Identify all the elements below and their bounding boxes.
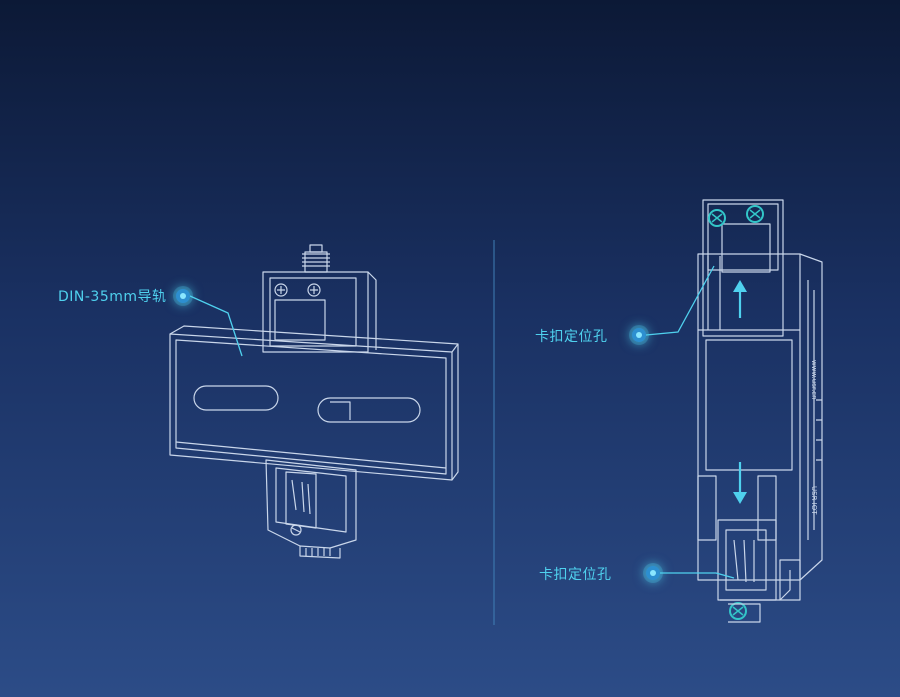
left-device-assembly [169, 244, 459, 559]
screw-icon [708, 209, 726, 227]
device-website-text: www.usr.cn [810, 360, 818, 400]
right-device-assembly [697, 199, 823, 623]
din-rail [169, 325, 459, 481]
screw-icon [746, 205, 764, 223]
clip-hole-bottom-label: 卡扣定位孔 [539, 567, 612, 583]
clip-hole-top-label: 卡扣定位孔 [535, 329, 608, 345]
callout-dot-icon [632, 328, 646, 342]
device-brand-text: USR IOT [810, 486, 818, 515]
callout-dot-icon [646, 566, 660, 580]
left-bottom-clip [265, 459, 357, 559]
din-rail-leader [189, 295, 243, 357]
clip-hole-bottom-leader [660, 572, 735, 579]
arrow-down-icon [733, 462, 747, 504]
clip-hole-top-leader [645, 265, 715, 336]
antenna-connector [302, 244, 330, 273]
arrow-up-icon [733, 280, 747, 318]
din-rail-label: DIN-35mm导轨 [58, 289, 167, 305]
screw-icon [729, 602, 747, 620]
callout-dot-icon [176, 289, 190, 303]
